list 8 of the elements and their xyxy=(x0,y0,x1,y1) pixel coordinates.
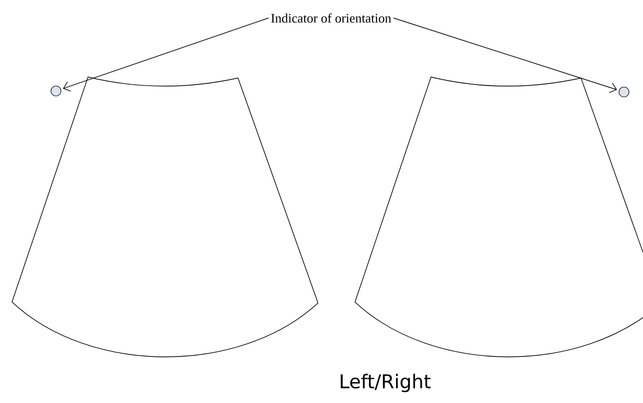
annotation-text: Indicator of orientation xyxy=(271,13,392,23)
sector-outline xyxy=(354,76,643,358)
indicator-dot xyxy=(50,86,62,96)
arrow xyxy=(393,18,618,93)
arrow xyxy=(62,18,269,92)
caption-text: Left/Right xyxy=(340,374,431,392)
sector-outline xyxy=(12,76,318,358)
indicator-dot xyxy=(618,86,630,98)
